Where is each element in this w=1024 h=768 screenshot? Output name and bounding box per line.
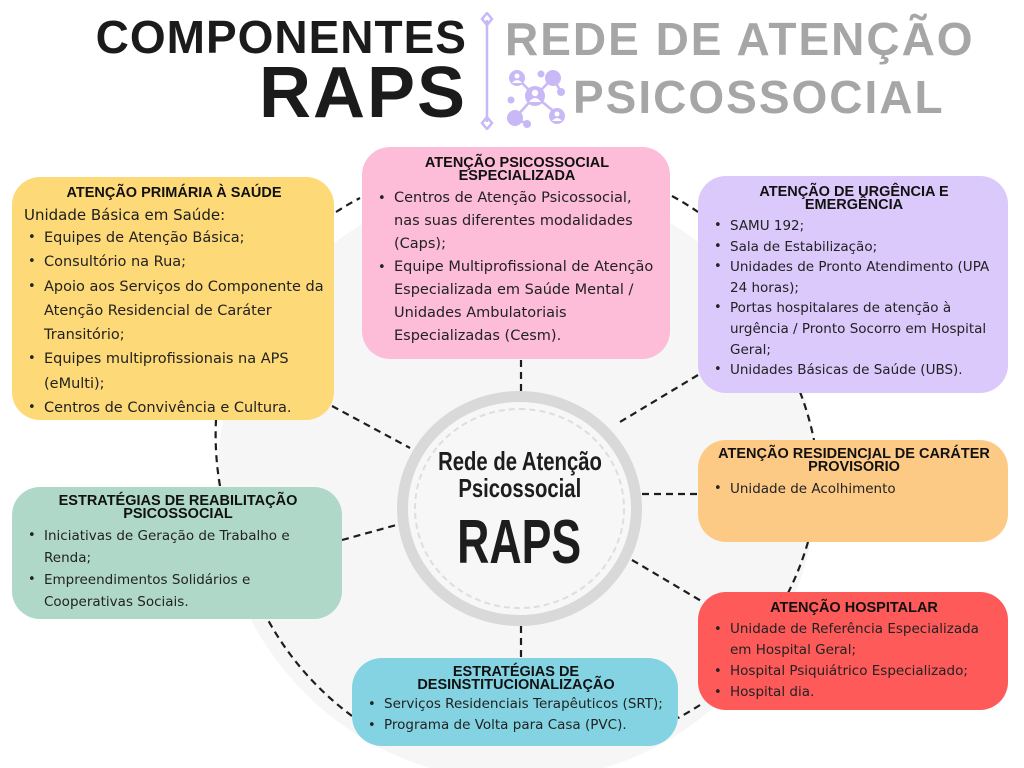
card-list: Iniciativas de Geração de Trabalho e Ren…: [24, 525, 332, 613]
center-title-line2: Psicossocial: [458, 472, 581, 503]
list-item: SAMU 192;: [710, 216, 998, 237]
list-item: Hospital Psiquiátrico Especializado;: [710, 661, 998, 682]
list-item: Serviços Residenciais Terapêuticos (SRT)…: [364, 694, 668, 715]
list-item: Centros de Atenção Psicossocial, nas sua…: [374, 187, 660, 256]
card-estrategias-desinstitucionalizacao: ESTRATÉGIAS DE DESINSTITUCIONALIZAÇÃO Se…: [352, 658, 678, 746]
list-item: Unidade de Referência Especializada em H…: [710, 619, 998, 661]
list-item: Apoio aos Serviços do Componente da Aten…: [24, 275, 324, 348]
card-atencao-hospitalar: ATENÇÃO HOSPITALAR Unidade de Referência…: [698, 592, 1008, 710]
list-item: Portas hospitalares de atenção à urgênci…: [710, 298, 998, 360]
card-title: ATENÇÃO PRIMÁRIA À SAÚDE: [66, 185, 282, 201]
card-lead: Unidade Básica em Saúde:: [24, 206, 226, 224]
card-title: ATENÇÃO HOSPITALAR: [770, 600, 938, 616]
card-atencao-urgencia-emergencia: ATENÇÃO DE URGÊNCIA E EMERGÊNCIA SAMU 19…: [698, 176, 1008, 393]
card-title: ATENÇÃO DE URGÊNCIA E EMERGÊNCIA: [759, 184, 949, 213]
vertical-divider-icon: [480, 12, 494, 130]
list-item: Equipes multiprofissionais na APS (eMult…: [24, 347, 324, 396]
card-title: ATENÇÃO PSICOSSOCIAL ESPECIALIZADA: [424, 155, 610, 184]
list-item: Consultório na Rua;: [24, 250, 324, 275]
card-list: Unidade de Acolhimento: [710, 478, 998, 500]
card-title: ATENÇÃO RESIDENCIAL DE CARÁTER PROVISÓRI…: [718, 446, 990, 475]
title-raps: RAPS: [258, 53, 467, 133]
list-item: Equipes de Atenção Básica;: [24, 226, 324, 251]
center-raps-hub: Rede de Atenção Psicossocial RAPS: [397, 391, 642, 626]
list-item: Sala de Estabilização;: [710, 237, 998, 258]
title-rede-atencao-psicossocial: REDE DE ATENÇÃO PSICOSSOCIAL: [505, 14, 975, 122]
list-item: Programa de Volta para Casa (PVC).: [364, 715, 668, 736]
title-componentes: COMPONENTES: [95, 11, 467, 63]
list-item: Hospital dia.: [710, 682, 998, 703]
card-title: ESTRATÉGIAS DE DESINSTITUCIONALIZAÇÃO: [417, 664, 615, 693]
card-list: Serviços Residenciais Terapêuticos (SRT)…: [364, 694, 668, 736]
list-item: Centros de Convivência e Cultura.: [24, 396, 324, 421]
list-item: Unidades Básicas de Saúde (UBS).: [710, 360, 998, 381]
card-list: Equipes de Atenção Básica; Consultório n…: [24, 226, 324, 421]
center-title-line1: Rede de Atenção: [437, 445, 602, 476]
card-list: SAMU 192; Sala de Estabilização; Unidade…: [710, 216, 998, 381]
list-item: Equipe Multiprofissional de Atenção Espe…: [374, 256, 660, 348]
title-psicossocial: PSICOSSOCIAL: [573, 71, 945, 123]
title-componentes-raps: COMPONENTES RAPS: [95, 11, 467, 133]
list-item: Unidades de Pronto Atendimento (UPA 24 h…: [710, 257, 998, 298]
title-rede-de-atencao: REDE DE ATENÇÃO: [505, 13, 975, 65]
card-atencao-psicossocial-especializada: ATENÇÃO PSICOSSOCIAL ESPECIALIZADA Centr…: [362, 147, 670, 359]
card-title: ESTRATÉGIAS DE REABILITAÇÃO PSICOSSOCIAL: [58, 493, 298, 522]
card-estrategias-reabilitacao: ESTRATÉGIAS DE REABILITAÇÃO PSICOSSOCIAL…: [12, 487, 342, 619]
list-item: Iniciativas de Geração de Trabalho e Ren…: [24, 525, 332, 569]
list-item: Empreendimentos Solidários e Cooperativa…: [24, 569, 332, 613]
inner-dashed-ring: [414, 408, 625, 609]
people-network-icon: [507, 70, 565, 128]
card-atencao-primaria: ATENÇÃO PRIMÁRIA À SAÚDE Unidade Básica …: [12, 177, 334, 421]
list-item: Unidade de Acolhimento: [710, 478, 998, 500]
card-atencao-residencial: ATENÇÃO RESIDENCIAL DE CARÁTER PROVISÓRI…: [698, 440, 1008, 542]
card-list: Unidade de Referência Especializada em H…: [710, 619, 998, 703]
card-list: Centros de Atenção Psicossocial, nas sua…: [374, 187, 660, 348]
center-acronym: RAPS: [457, 507, 582, 577]
